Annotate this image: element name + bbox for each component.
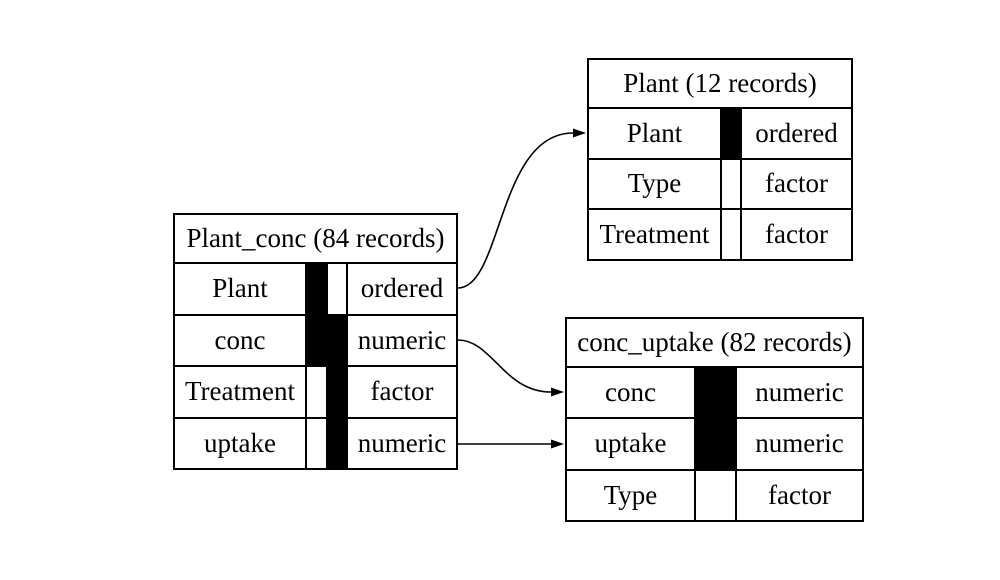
key-bar [328, 264, 346, 314]
key-bar [307, 264, 326, 314]
field-type: numeric [737, 368, 862, 418]
field-type: factor [742, 210, 851, 259]
arrow-conc-to-conc [457, 339, 564, 397]
table-plant-conc: Plant_conc (84 records) Plant ordered co… [173, 213, 458, 470]
key-bar [307, 418, 326, 468]
key-bar [696, 470, 735, 520]
field-name: Type [589, 159, 720, 209]
key-bar [307, 367, 326, 417]
key-bar [696, 419, 735, 469]
table-title: conc_uptake (82 records) [567, 319, 862, 366]
field-type: factor [737, 470, 862, 520]
field-type: ordered [348, 264, 456, 314]
table-plant: Plant (12 records) Plant ordered Type fa… [587, 58, 853, 261]
key-bar [722, 159, 740, 209]
arrow-plant-to-plant [457, 128, 586, 289]
key-bar [696, 368, 735, 418]
field-name: Treatment [175, 367, 305, 417]
field-name: conc [175, 315, 305, 365]
field-type: numeric [348, 418, 456, 468]
key-bar [328, 418, 346, 468]
field-name: uptake [175, 418, 305, 468]
field-name: conc [567, 368, 694, 418]
field-type: ordered [742, 109, 851, 158]
field-name: Type [567, 470, 694, 520]
key-bar [722, 109, 740, 158]
table-title: Plant (12 records) [589, 60, 851, 107]
key-bar [307, 315, 326, 365]
key-bar [328, 367, 346, 417]
key-bar [722, 210, 740, 259]
field-type: numeric [348, 315, 456, 365]
field-name: Plant [175, 264, 305, 314]
field-type: factor [742, 159, 851, 209]
key-bar [328, 315, 346, 365]
field-type: numeric [737, 419, 862, 469]
field-name: Treatment [589, 210, 720, 259]
field-type: factor [348, 367, 456, 417]
field-name: Plant [589, 109, 720, 158]
table-conc-uptake: conc_uptake (82 records) conc numeric up… [565, 317, 864, 522]
field-name: uptake [567, 419, 694, 469]
table-title: Plant_conc (84 records) [175, 215, 456, 262]
